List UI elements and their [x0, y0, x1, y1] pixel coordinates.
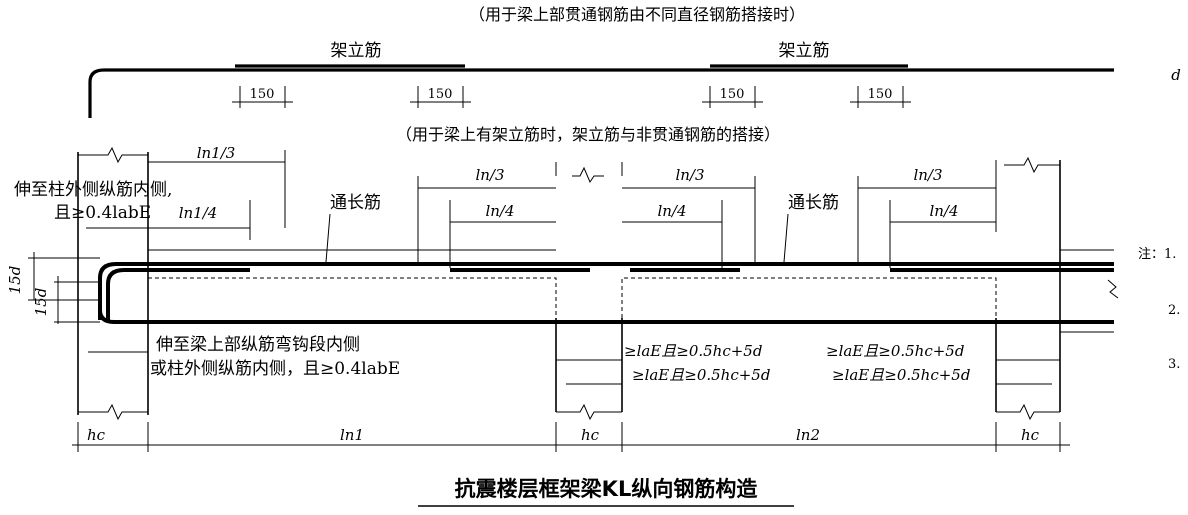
- dim-ln1-3: ln1/3: [148, 144, 286, 228]
- dim-ln-4-left: ln/4: [449, 200, 556, 268]
- lap-150-label: 150: [720, 87, 745, 102]
- top-through-bar-line: [88, 68, 1114, 118]
- note-left-2: 且≥0.4labE: [54, 203, 151, 223]
- svg-text:ln/3: ln/3: [475, 166, 504, 184]
- through-bar-label-left: 通长筋: [330, 193, 381, 213]
- svg-text:ln1/3: ln1/3: [197, 144, 236, 162]
- svg-text:ln/4: ln/4: [929, 202, 958, 220]
- bottom-bar-left-span: [98, 280, 570, 324]
- lap-dim-2: 150: [410, 86, 471, 108]
- svg-text:ln/3: ln/3: [675, 166, 704, 184]
- caption-top: （用于梁上部贯通钢筋由不同直径钢筋搭接时）: [469, 5, 805, 24]
- columns: [77, 146, 1119, 421]
- side-d-label: d: [1171, 66, 1181, 84]
- dim-ln-3-left: ln/3: [417, 166, 556, 265]
- anchor-notes: ≥laE且≥0.5hc+5d ≥laE且≥0.5hc+5d ≥laE且≥0.5h…: [556, 342, 1058, 385]
- dim-ln-4-mid: ln/4: [622, 200, 723, 268]
- dim-15d-bottom: 15d: [32, 276, 100, 324]
- dim-ln1-4: ln1/4: [148, 200, 251, 240]
- anchor-note-2: ≥laE且≥0.5hc+5d: [632, 366, 770, 384]
- top-non-through-bar-left: [106, 268, 250, 320]
- diagram-title: 抗震楼层框架梁KL纵向钢筋构造: [455, 477, 759, 501]
- dim-ln1: ln1: [340, 426, 364, 444]
- dim-hc-mid: hc: [581, 426, 600, 444]
- svg-text:15d: 15d: [32, 288, 50, 317]
- svg-text:ln1/4: ln1/4: [179, 204, 218, 222]
- dim-hc-right: hc: [1021, 426, 1040, 444]
- bottom-bars: [98, 280, 1114, 324]
- lap-dim-4: 150: [850, 86, 911, 108]
- side-note-3: 3.: [1168, 357, 1180, 372]
- lap-150-label: 150: [868, 87, 893, 102]
- svg-text:ln/3: ln/3: [913, 166, 942, 184]
- lap-150-label: 150: [250, 87, 275, 102]
- svg-text:ln/4: ln/4: [657, 202, 686, 220]
- caption-middle: （用于梁上有架立筋时，架立筋与非贯通钢筋的搭接）: [396, 125, 780, 144]
- note-bottom-2: 或柱外侧纵筋内侧，且≥0.4labE: [150, 359, 400, 379]
- svg-text:ln/4: ln/4: [485, 202, 514, 220]
- dim-ln-3-right: ln/3: [857, 166, 996, 265]
- through-bar-label-right: 通长筋: [788, 193, 839, 213]
- lap-dim-1: 150: [232, 86, 293, 108]
- erect-bar-label-left: 架立筋: [331, 41, 382, 61]
- lap-dim-3: 150: [702, 86, 763, 108]
- side-note-2: 2.: [1168, 303, 1180, 318]
- anchor-note-4: ≥laE且≥0.5hc+5d: [832, 366, 970, 384]
- erect-bar-label-right: 架立筋: [779, 41, 830, 61]
- erect-bar-overlap-detail: 架立筋 架立筋 d 150 150 150 150: [88, 41, 1181, 118]
- note-left-1: 伸至柱外侧纵筋内侧,: [14, 180, 172, 200]
- lap-150-label: 150: [428, 87, 453, 102]
- dim-15d: 15d: [6, 252, 100, 301]
- note-bottom-1: 伸至梁上部纵筋弯钩段内侧: [156, 335, 360, 355]
- dim-hc-left: hc: [87, 426, 106, 444]
- anchor-note-1: ≥laE且≥0.5hc+5d: [624, 342, 762, 360]
- dim-ln-4-right: ln/4: [889, 200, 996, 268]
- dim-ln2: ln2: [796, 426, 820, 444]
- svg-text:15d: 15d: [6, 266, 24, 295]
- dim-ln-3-mid: ln/3: [622, 166, 756, 265]
- top-bars: [98, 262, 1114, 320]
- anchor-note-3: ≥laE且≥0.5hc+5d: [826, 342, 964, 360]
- side-note-1: 注：1.: [1138, 247, 1176, 262]
- span-dims: hc ln1 hc ln2 hc: [72, 422, 1070, 452]
- top-through-bar: [98, 262, 1114, 320]
